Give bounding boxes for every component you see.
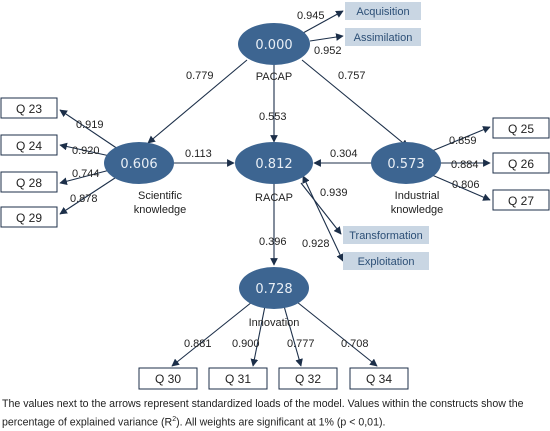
subdimension-assimilation: Assimilation xyxy=(345,28,421,46)
svg-text:Q 26: Q 26 xyxy=(508,157,534,171)
svg-text:Q 27: Q 27 xyxy=(508,194,534,208)
weight-scientific-q24: 0.920 xyxy=(72,145,100,157)
edge-industrial-q27 xyxy=(431,174,491,201)
edge-pacap-assimilation xyxy=(309,33,344,42)
weight-scientific-q29: 0.878 xyxy=(70,193,98,205)
weight-racap-transformation: 0.939 xyxy=(320,187,348,199)
svg-text:Q 34: Q 34 xyxy=(366,372,392,386)
svg-text:Q 29: Q 29 xyxy=(16,211,42,225)
construct-innovation: 0.728 Innovation xyxy=(239,267,309,329)
construct-racap: 0.812 RACAP xyxy=(235,142,313,204)
industrial-label-line2: knowledge xyxy=(391,204,444,216)
indicator-q29: Q 29 xyxy=(0,206,58,228)
indicator-q31: Q 31 xyxy=(208,367,268,390)
indicator-q32: Q 32 xyxy=(278,367,338,390)
innovation-ellipse xyxy=(239,267,309,309)
edge-pacap-acquisition xyxy=(302,10,344,34)
indicator-q30: Q 30 xyxy=(138,367,198,390)
indicator-q34: Q 34 xyxy=(349,367,409,390)
weight-pacap-industrial: 0.757 xyxy=(338,70,366,82)
svg-text:Q 23: Q 23 xyxy=(16,102,42,116)
industrial-value: 0.573 xyxy=(387,157,424,172)
edge-innovation-q32 xyxy=(283,305,303,367)
weight-pacap-racap: 0.553 xyxy=(259,111,287,123)
weight-scientific-q28: 0.744 xyxy=(72,168,100,180)
scientific-ellipse xyxy=(104,142,174,184)
edge-scientific-q28 xyxy=(59,169,111,185)
pacap-label: PACAP xyxy=(256,71,292,83)
edge-scientific-q23 xyxy=(59,109,119,150)
edge-pacap-industrial xyxy=(301,59,409,148)
indicator-q25: Q 25 xyxy=(492,117,550,139)
scientific-value: 0.606 xyxy=(120,157,157,172)
weight-industrial-q26: 0.884 xyxy=(451,159,479,171)
indicator-q23: Q 23 xyxy=(0,97,58,119)
industrial-label-line1: Industrial xyxy=(395,190,440,202)
weight-scientific-racap: 0.113 xyxy=(185,148,212,160)
edge-scientific-q29 xyxy=(59,175,119,215)
weight-pacap-assimilation: 0.952 xyxy=(314,45,342,57)
pacap-value: 0.000 xyxy=(255,38,292,53)
weight-industrial-racap: 0.304 xyxy=(330,148,358,160)
path-model-diagram: 0.945 0.952 0.779 0.553 0.757 0.113 0.30… xyxy=(0,2,550,390)
edge-industrial-q25 xyxy=(431,126,491,152)
weight-pacap-acquisition: 0.945 xyxy=(297,10,325,22)
scientific-label-line2: knowledge xyxy=(134,204,187,216)
weight-industrial-q27: 0.806 xyxy=(452,179,480,191)
weight-innovation-q31: 0.900 xyxy=(232,338,260,350)
racap-label: RACAP xyxy=(255,192,293,204)
racap-ellipse xyxy=(235,142,313,184)
indicator-q28: Q 28 xyxy=(0,171,58,193)
innovation-label: Innovation xyxy=(249,317,300,329)
caption-line-1: The values next to the arrows represent … xyxy=(2,398,524,410)
svg-text:Q 32: Q 32 xyxy=(295,372,321,386)
weight-labels: 0.945 0.952 0.779 0.553 0.757 0.113 0.30… xyxy=(70,10,480,350)
weight-industrial-q25: 0.859 xyxy=(449,135,477,147)
weight-innovation-q32: 0.777 xyxy=(287,338,315,350)
weight-innovation-q30: 0.881 xyxy=(184,338,212,350)
weight-racap-exploitation: 0.928 xyxy=(302,238,330,250)
innovation-value: 0.728 xyxy=(255,282,292,297)
figure-caption: The values next to the arrows represent … xyxy=(2,397,550,431)
weight-pacap-scientific: 0.779 xyxy=(186,70,214,82)
indicator-q27: Q 27 xyxy=(492,189,550,211)
edge-innovation-q30 xyxy=(171,301,253,367)
indicator-q26: Q 26 xyxy=(492,152,550,174)
racap-value: 0.812 xyxy=(255,157,292,172)
edges xyxy=(59,10,491,367)
industrial-ellipse xyxy=(371,142,441,184)
edge-scientific-q24 xyxy=(59,142,111,157)
svg-text:Q 24: Q 24 xyxy=(16,139,42,153)
weight-innovation-q34: 0.708 xyxy=(341,338,369,350)
subdimension-transformation: Transformation xyxy=(343,226,429,244)
caption-line-2: percentage of explained variance (R2). A… xyxy=(2,416,386,429)
pacap-ellipse xyxy=(238,23,310,65)
edge-innovation-q34 xyxy=(296,301,378,367)
edge-pacap-scientific xyxy=(147,59,248,144)
svg-text:Q 28: Q 28 xyxy=(16,176,42,190)
subdimension-exploitation: Exploitation xyxy=(343,252,429,270)
construct-pacap: 0.000 PACAP xyxy=(238,23,310,83)
svg-text:Q 30: Q 30 xyxy=(155,372,181,386)
weight-scientific-q23: 0.919 xyxy=(76,119,104,131)
subdimension-acquisition: Acquisition xyxy=(345,2,421,20)
svg-text:Q 25: Q 25 xyxy=(508,122,534,136)
weight-racap-innovation: 0.396 xyxy=(259,236,287,248)
edge-racap-exploitation xyxy=(302,175,344,262)
transformation-label: Transformation xyxy=(349,230,423,242)
scientific-label-line1: Scientific xyxy=(138,190,183,202)
exploitation-label: Exploitation xyxy=(358,256,415,268)
acquisition-label: Acquisition xyxy=(356,6,409,18)
indicator-q24: Q 24 xyxy=(0,134,58,156)
construct-scientific: 0.606 Scientific knowledge xyxy=(104,142,186,216)
assimilation-label: Assimilation xyxy=(354,32,413,44)
edge-innovation-q31 xyxy=(250,305,266,367)
svg-text:Q 31: Q 31 xyxy=(225,372,251,386)
construct-industrial: 0.573 Industrial knowledge xyxy=(371,142,443,216)
